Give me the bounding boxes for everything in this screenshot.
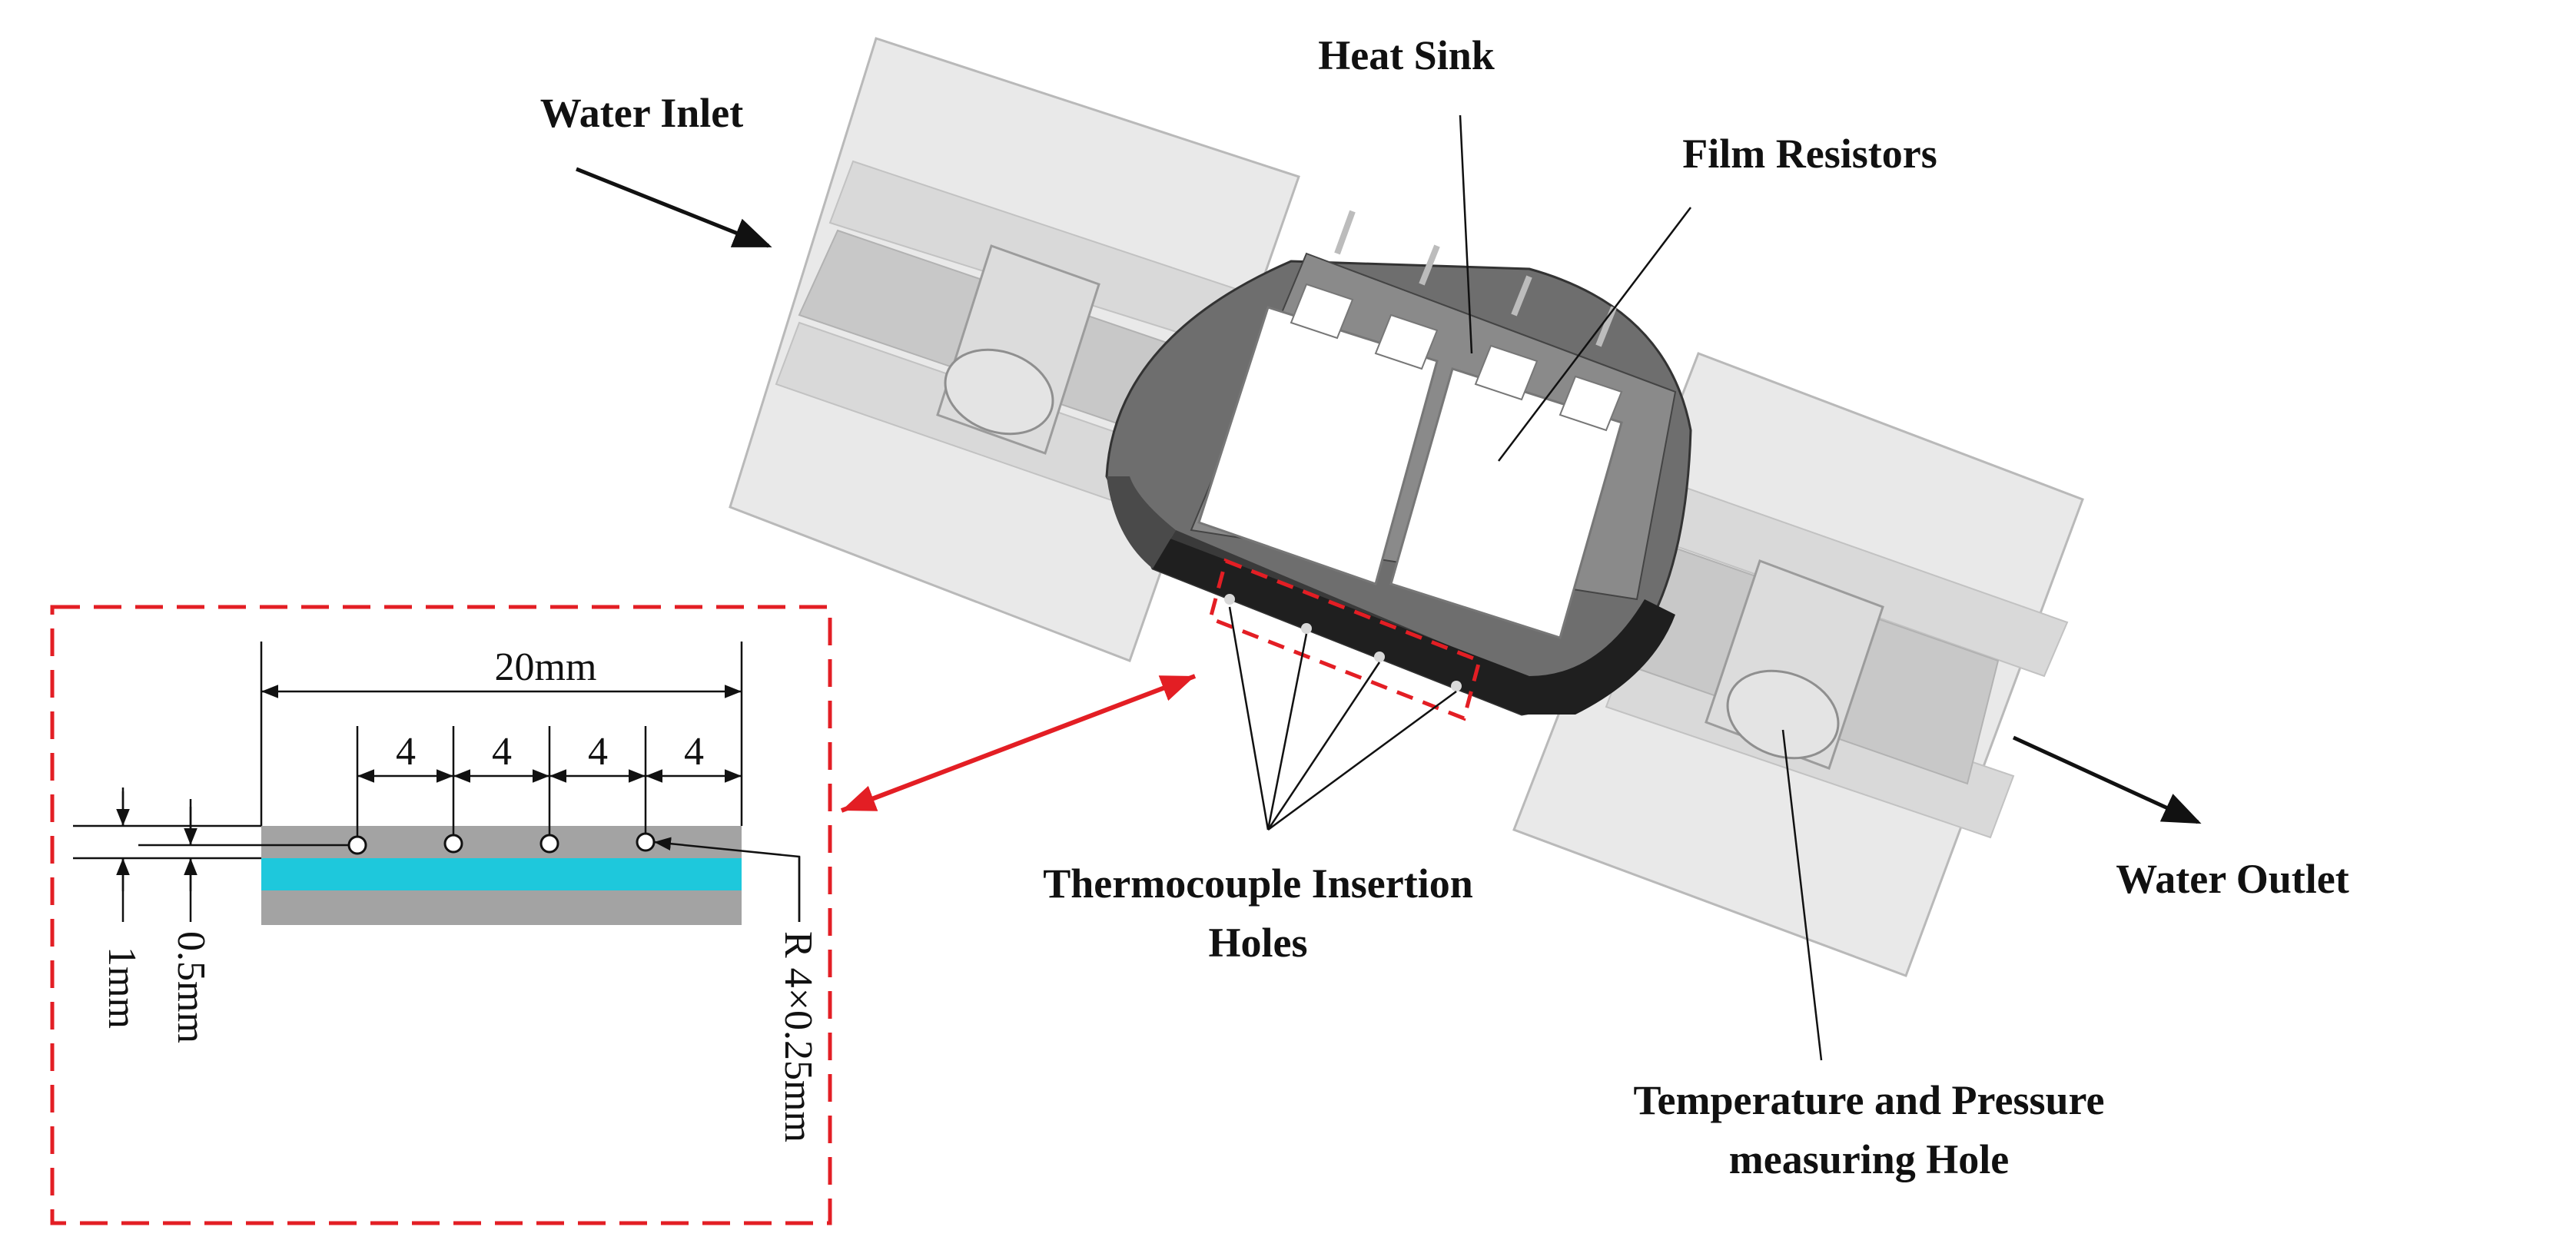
detail-link-arrow — [840, 674, 1197, 813]
dim-total-width: 20mm — [495, 645, 597, 689]
detail-view: 20mm 4 4 4 4 0.5mm 1mm R 4×0.25mm — [50, 605, 832, 1225]
label-thermocouple-line2: Holes — [1209, 920, 1308, 966]
leader-lines — [1228, 114, 1823, 1061]
assembly-model — [729, 37, 2084, 977]
label-temp-pressure-line2: measuring Hole — [1729, 1136, 2009, 1182]
outlet-arrow — [2012, 735, 2202, 824]
plate-top-layer — [261, 826, 742, 858]
inlet-arrow — [576, 167, 772, 248]
label-film-resistors: Film Resistors — [1682, 131, 1937, 177]
outlet-port-ring — [1726, 669, 1840, 760]
dim-hole-radius: R 4×0.25mm — [776, 931, 820, 1142]
dim-half-mm: 0.5mm — [169, 931, 213, 1043]
plate-bottom-layer — [261, 890, 742, 925]
detail-hole — [443, 834, 463, 854]
label-water-outlet: Water Outlet — [2116, 856, 2349, 902]
thermocouple-hole — [1451, 681, 1462, 691]
thermocouple-hole — [1301, 623, 1312, 634]
dim-1mm: 1mm — [100, 947, 144, 1029]
label-thermocouple-line1: Thermocouple Insertion — [1043, 860, 1473, 907]
dim-spacing-3: 4 — [588, 730, 608, 774]
inlet-manifold — [729, 37, 1300, 662]
label-temp-pressure-line1: Temperature and Pressure — [1634, 1077, 2105, 1123]
detail-hole — [347, 835, 367, 855]
detail-view-frame — [50, 605, 832, 1225]
detail-hole — [539, 834, 559, 854]
thermocouple-hole — [1224, 594, 1235, 605]
dim-spacing-1: 4 — [396, 730, 416, 774]
thermocouple-hole — [1374, 652, 1385, 662]
dim-spacing-2: 4 — [492, 730, 512, 774]
label-water-inlet: Water Inlet — [540, 90, 743, 136]
inlet-port-ring — [944, 348, 1054, 436]
coolant-channel — [261, 858, 742, 890]
detail-hole — [636, 832, 656, 852]
detail-callout-box — [1208, 558, 1482, 721]
dim-spacing-4: 4 — [684, 730, 704, 774]
label-heat-sink: Heat Sink — [1318, 32, 1495, 78]
